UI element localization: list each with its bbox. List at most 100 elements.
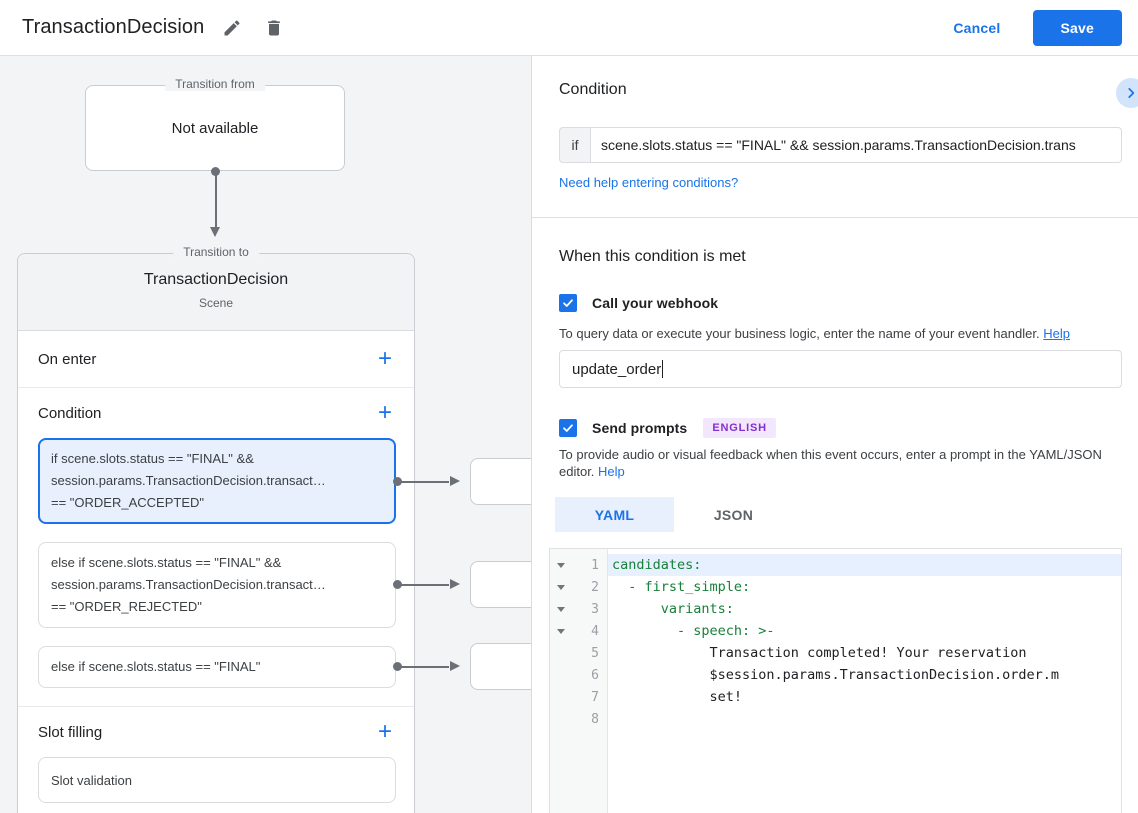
editor-gutter [550,549,608,813]
webhook-name-value: update_order [572,360,662,378]
panel-divider [532,217,1138,218]
section-divider [18,706,414,707]
text-cursor [662,360,664,378]
connector-dot [393,580,402,589]
connector-line [399,666,449,668]
editor-line: 8 [550,708,1121,730]
slot-filling-section-header: Slot filling + [18,707,414,757]
fold-toggle-icon[interactable] [550,607,572,612]
tab-yaml[interactable]: YAML [555,497,674,532]
code-text[interactable]: Transaction completed! Your reservation [612,645,1027,661]
arrow-down-icon [210,227,220,237]
slot-validation-item[interactable]: Slot validation [38,757,396,803]
connector-line [399,584,449,586]
slot-validation-label: Slot validation [51,772,132,788]
cancel-button[interactable]: Cancel [935,12,1018,44]
prompts-description-text: To provide audio or visual feedback when… [559,447,1102,479]
add-on-enter-button[interactable]: + [377,345,392,372]
delete-scene-button[interactable] [254,8,294,48]
prompts-checkbox-row: Send prompts ENGLISH [559,418,776,438]
scene-name: TransactionDecision [143,271,289,288]
scene-card: Transition to TransactionDecision Scene … [17,245,415,813]
condition-text-line: session.params.TransactionDecision.trans… [51,577,326,592]
scene-card-header[interactable]: TransactionDecision Scene [18,254,414,331]
slot-filling-label: Slot filling [38,723,103,741]
when-met-title: When this condition is met [559,248,746,265]
arrow-right-icon [450,476,460,486]
prompts-help-link[interactable]: Help [598,464,625,479]
transition-from-box: Transition from Not available [85,77,345,171]
code-text[interactable]: $session.params.TransactionDecision.orde… [612,667,1060,683]
transition-arrow [210,167,220,239]
transition-target-box-1[interactable] [470,458,531,505]
on-enter-label: On enter [38,350,97,368]
editor-line: 1 candidates: [550,554,1121,576]
prompts-description: To provide audio or visual feedback when… [559,446,1122,480]
condition-item-rejected[interactable]: else if scene.slots.status == "FINAL" &&… [38,542,396,628]
code-text[interactable]: - speech: >- [612,623,775,639]
add-condition-button[interactable]: + [377,399,392,426]
condition-item-final[interactable]: else if scene.slots.status == "FINAL" [38,646,396,688]
condition-edit-panel: Condition if scene.slots.status == "FINA… [531,56,1138,813]
condition-section-header: Condition + [18,388,414,438]
top-bar: TransactionDecision Cancel Save [0,0,1138,56]
connector-line [214,175,217,227]
condition-help-link[interactable]: Need help entering conditions? [559,175,739,190]
webhook-description: To query data or execute your business l… [559,325,1122,342]
code-text[interactable]: variants: [612,601,734,617]
condition-text-line: == "ORDER_ACCEPTED" [51,495,204,510]
checkmark-icon [563,424,573,432]
prompts-label: Send prompts [592,420,688,436]
panel-title: Condition [559,81,627,98]
connector-line [399,481,449,483]
condition-item-accepted[interactable]: if scene.slots.status == "FINAL" && sess… [38,438,396,524]
editor-line: 2 - first_simple: [550,576,1121,598]
webhook-checkbox[interactable] [559,294,577,312]
edit-scene-button[interactable] [212,8,252,48]
webhook-label: Call your webhook [592,295,719,311]
collapse-panel-button[interactable] [1116,78,1138,108]
editor-line: 5 Transaction completed! Your reservatio… [550,642,1121,664]
condition-text-line: if scene.slots.status == "FINAL" && [51,451,254,466]
transition-target-box-2[interactable] [470,561,531,608]
line-number: 1 [591,557,599,573]
webhook-checkbox-row: Call your webhook [559,294,718,312]
condition-text-line: else if scene.slots.status == "FINAL" [51,659,261,674]
line-number: 6 [591,667,599,683]
tab-json[interactable]: JSON [674,497,793,532]
condition-connector-1 [393,476,470,488]
fold-toggle-icon[interactable] [550,563,572,568]
scene-diagram-panel: Transition from Not available Transition… [0,56,531,813]
add-slot-button[interactable]: + [377,718,392,745]
condition-connector-2 [393,579,470,591]
webhook-name-input[interactable]: update_order [559,350,1122,388]
line-number: 8 [591,711,599,727]
code-text[interactable]: candidates: [608,554,1121,576]
code-text[interactable]: - first_simple: [612,579,751,595]
webhook-help-link[interactable]: Help [1043,326,1070,341]
fold-toggle-icon[interactable] [550,629,572,634]
prompts-checkbox[interactable] [559,419,577,437]
language-badge: ENGLISH [703,418,776,438]
condition-expression-input[interactable]: scene.slots.status == "FINAL" && session… [591,127,1122,163]
transition-target-box-3[interactable] [470,643,531,690]
editor-line: 3 variants: [550,598,1121,620]
editor-format-tabs: YAML JSON [555,497,793,532]
transition-from-label: Transition from [165,77,265,91]
condition-expression-row: if scene.slots.status == "FINAL" && sess… [559,127,1122,163]
line-number: 7 [591,689,599,705]
save-button[interactable]: Save [1032,9,1122,46]
editor-line: 4 - speech: >- [550,620,1121,642]
checkmark-icon [563,299,573,307]
arrow-right-icon [450,661,460,671]
condition-connector-3 [393,661,470,673]
trash-icon [268,20,281,35]
fold-toggle-icon[interactable] [550,585,572,590]
scene-type: Scene [198,296,234,310]
code-text[interactable] [608,708,1121,730]
code-text[interactable]: set! [612,689,743,705]
editor-line: 6 $session.params.TransactionDecision.or… [550,664,1121,686]
yaml-code-editor[interactable]: 1 candidates: 2 - first_simple: 3 varian… [549,548,1122,813]
connector-dot [393,662,402,671]
